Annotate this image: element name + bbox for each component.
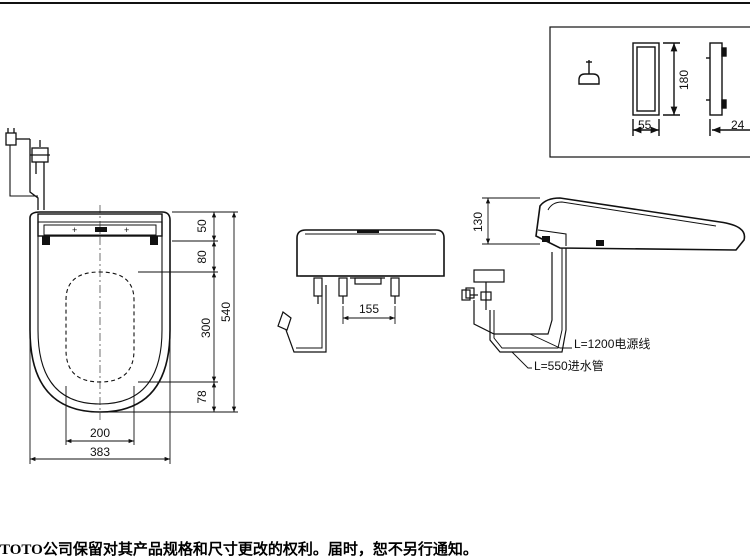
side-unit-hinge	[537, 229, 567, 246]
footer-notice: TOTO公司保留对其产品规格和尺寸更改的权利。届时，恕不另行通知。	[0, 538, 750, 560]
power-cord-leader	[529, 333, 572, 349]
rear-cord	[285, 285, 327, 353]
dim-80: 80	[195, 250, 209, 264]
water-inlet-fitting-icon	[30, 140, 50, 174]
side-water-hose	[489, 248, 567, 353]
side-unit-lid-line	[547, 201, 717, 227]
side-view: 130 L=1200电源线 L=550进水管	[461, 197, 746, 373]
side-dim-height: 130	[471, 212, 485, 232]
mounting-plate-front	[632, 42, 680, 136]
inset-dim-width-front: 55	[638, 118, 652, 132]
dim-spacing: 155	[359, 302, 379, 316]
side-fitting-left	[542, 236, 550, 242]
side-unit-body	[535, 197, 746, 251]
side-power-cord	[473, 252, 553, 335]
water-hose-label: L=550进水管	[534, 358, 604, 373]
rear-fittings	[313, 277, 400, 304]
side-fitting-right	[596, 240, 604, 246]
dim-total-width: 383	[90, 445, 110, 459]
right-hinge-mark	[150, 236, 158, 245]
dim-78: 78	[195, 390, 209, 404]
inset-dim-height: 180	[677, 70, 691, 90]
inset-frame	[549, 26, 750, 158]
footer-brand: TOTO	[0, 542, 43, 558]
rear-dimension	[342, 306, 396, 324]
rear-plug-icon	[277, 311, 292, 331]
side-valve-icon	[465, 269, 505, 310]
control-plus-left: +	[72, 225, 77, 235]
rear-view: 155	[277, 229, 445, 353]
power-plug-icon	[5, 128, 30, 146]
brand-mark-icon	[95, 227, 107, 232]
dim-total-length: 540	[219, 302, 233, 322]
front-view: + + 50 80 300 78 540	[5, 128, 238, 464]
dim-opening-width: 200	[90, 426, 110, 440]
seat-outline	[29, 211, 171, 413]
water-hose-leader	[511, 351, 532, 369]
supply-line-front	[29, 139, 39, 210]
mounting-plate-side	[706, 42, 750, 136]
dim-300: 300	[199, 318, 213, 338]
power-cord-label: L=1200电源线	[574, 337, 650, 351]
rear-cord-inner	[296, 285, 323, 349]
control-plus-right: +	[124, 225, 129, 235]
left-hinge-mark	[42, 236, 50, 245]
front-vertical-dimensions	[104, 211, 238, 413]
side-height-dimension	[482, 197, 540, 245]
inset-detail: 55 180 24	[549, 26, 750, 158]
bowl-opening-dashed	[65, 271, 135, 383]
control-unit-band	[37, 213, 163, 237]
mounting-peg-icon	[578, 60, 600, 85]
dim-depth-top: 50	[195, 219, 209, 233]
side-water-hose-inner	[493, 248, 563, 349]
front-horizontal-dimensions	[29, 336, 171, 464]
rear-unit-slot	[357, 230, 379, 233]
cord-loop-front	[9, 145, 38, 197]
side-plug-icon	[461, 289, 478, 301]
rear-unit-body	[296, 229, 445, 277]
footer-notice-text: 公司保留对其产品规格和尺寸更改的权利。届时，恕不另行通知。	[42, 540, 478, 558]
inset-dim-width-side: 24	[731, 118, 745, 132]
